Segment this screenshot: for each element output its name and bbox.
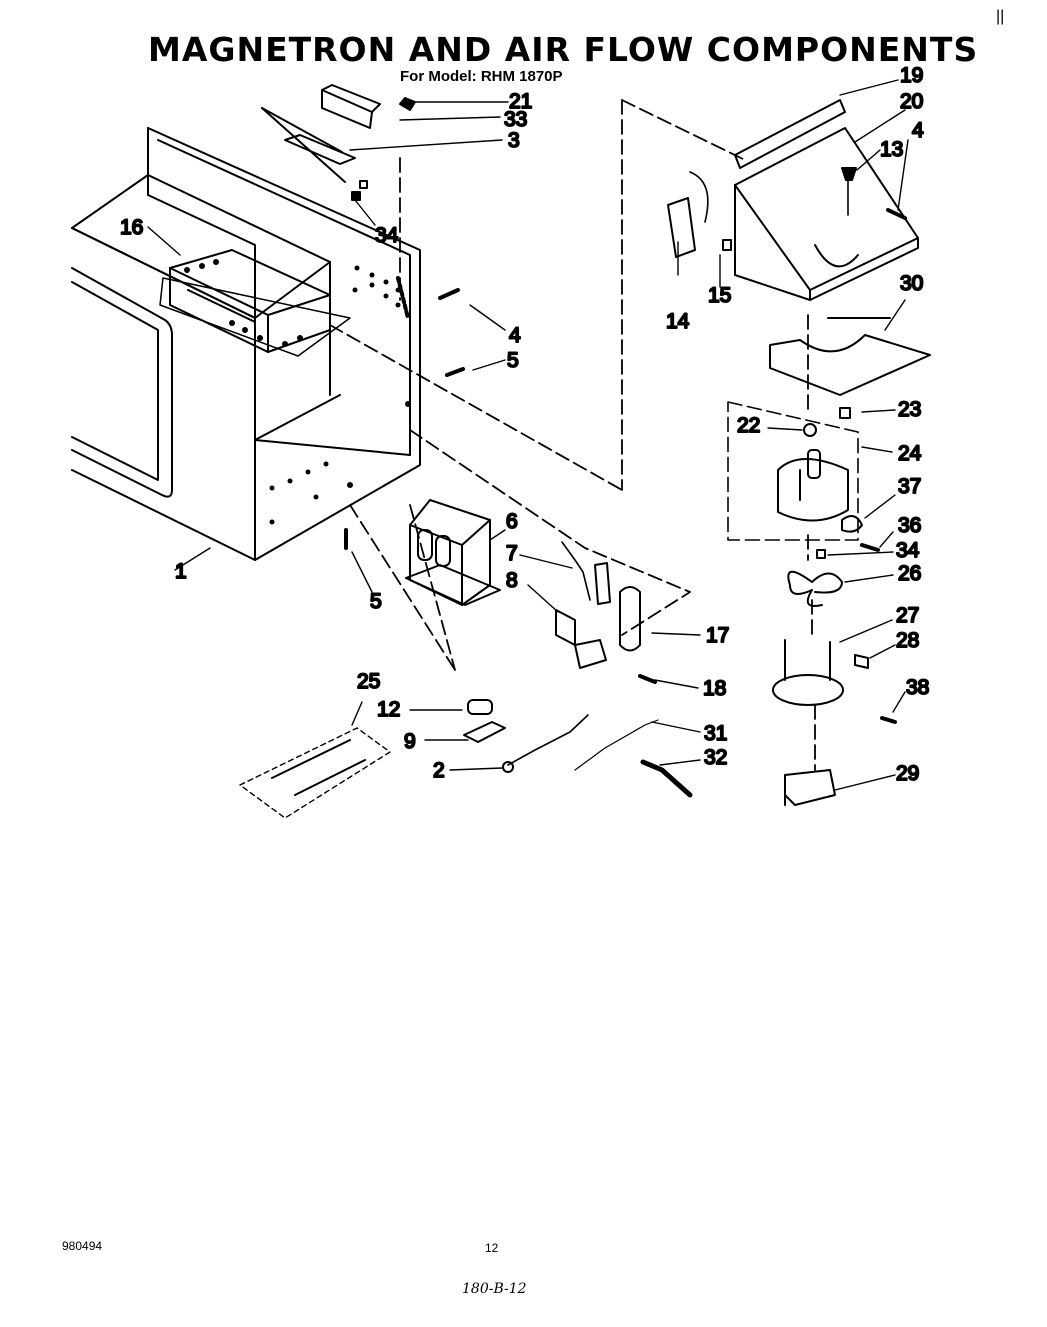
screw-parts: [344, 288, 657, 684]
corner-mark: ||: [996, 8, 1005, 25]
callout-23: 23: [898, 398, 921, 421]
callout-12: 12: [377, 698, 400, 721]
callout-24: 24: [898, 442, 922, 465]
callout-38: 38: [906, 676, 929, 699]
motor-mount-bracket: [772, 639, 897, 724]
callout-33: 33: [504, 108, 527, 131]
callout-26: 26: [898, 562, 921, 585]
callout-20: 20: [900, 90, 923, 113]
callout-34-right: 34: [896, 539, 920, 562]
callout-31: 31: [704, 722, 727, 745]
callout-27: 27: [896, 604, 919, 627]
callout-3: 3: [508, 129, 520, 152]
callout-5: 5: [507, 349, 519, 372]
magnetron: [159, 249, 351, 357]
page-title: MAGNETRON AND AIR FLOW COMPONENTS: [148, 30, 979, 69]
air-duct: [734, 99, 919, 301]
callout-6: 6: [506, 510, 518, 533]
callout-22: 22: [737, 414, 760, 437]
callout-21: 21: [509, 90, 532, 113]
cabinet-assembly: [71, 127, 421, 561]
callout-1: 1: [175, 560, 187, 583]
callout-16: 16: [120, 216, 143, 239]
leader-lines: [147, 79, 909, 791]
transformer: [405, 499, 501, 606]
callout-34: 34: [375, 224, 399, 247]
fan-blade: [787, 549, 843, 607]
callout-28: 28: [896, 629, 919, 652]
switch-bracket: [667, 171, 732, 258]
fuse-and-wire-parts: [239, 699, 693, 819]
model-subtitle: For Model: RHM 1870P: [400, 68, 563, 85]
callout-13: 13: [880, 138, 903, 161]
callout-8: 8: [506, 569, 518, 592]
callout-9: 9: [404, 730, 416, 753]
callout-32: 32: [704, 746, 727, 769]
callout-25: 25: [357, 670, 380, 693]
motor-base: [784, 769, 836, 806]
fan-motor-assembly: [727, 401, 880, 552]
callout-29: 29: [896, 762, 919, 785]
dashed-guide-lines: [329, 99, 816, 771]
callout-18: 18: [703, 677, 726, 700]
callout-labels: 21 33 3 34 16 4 5 1 5 6 7 8 17 18 25 12 …: [119, 63, 930, 786]
callout-5-lower: 5: [370, 590, 382, 613]
callout-37: 37: [898, 475, 921, 498]
callout-2: 2: [433, 759, 445, 782]
callout-4: 4: [509, 324, 521, 347]
callout-15: 15: [708, 284, 731, 307]
capacitor-parts: [555, 541, 641, 669]
callout-7: 7: [506, 542, 518, 565]
air-deflector: [769, 317, 931, 396]
page-number: 12: [485, 1241, 499, 1255]
callout-36: 36: [898, 514, 921, 537]
handwritten-reference: 180-B-12: [462, 1281, 527, 1297]
callout-17: 17: [706, 624, 729, 647]
callout-30: 30: [900, 272, 923, 295]
top-bracket-parts: [261, 84, 416, 201]
callout-4-right: 4: [912, 119, 924, 142]
document-number: 980494: [62, 1239, 103, 1253]
callout-14: 14: [666, 310, 690, 333]
callout-19: 19: [900, 64, 923, 87]
